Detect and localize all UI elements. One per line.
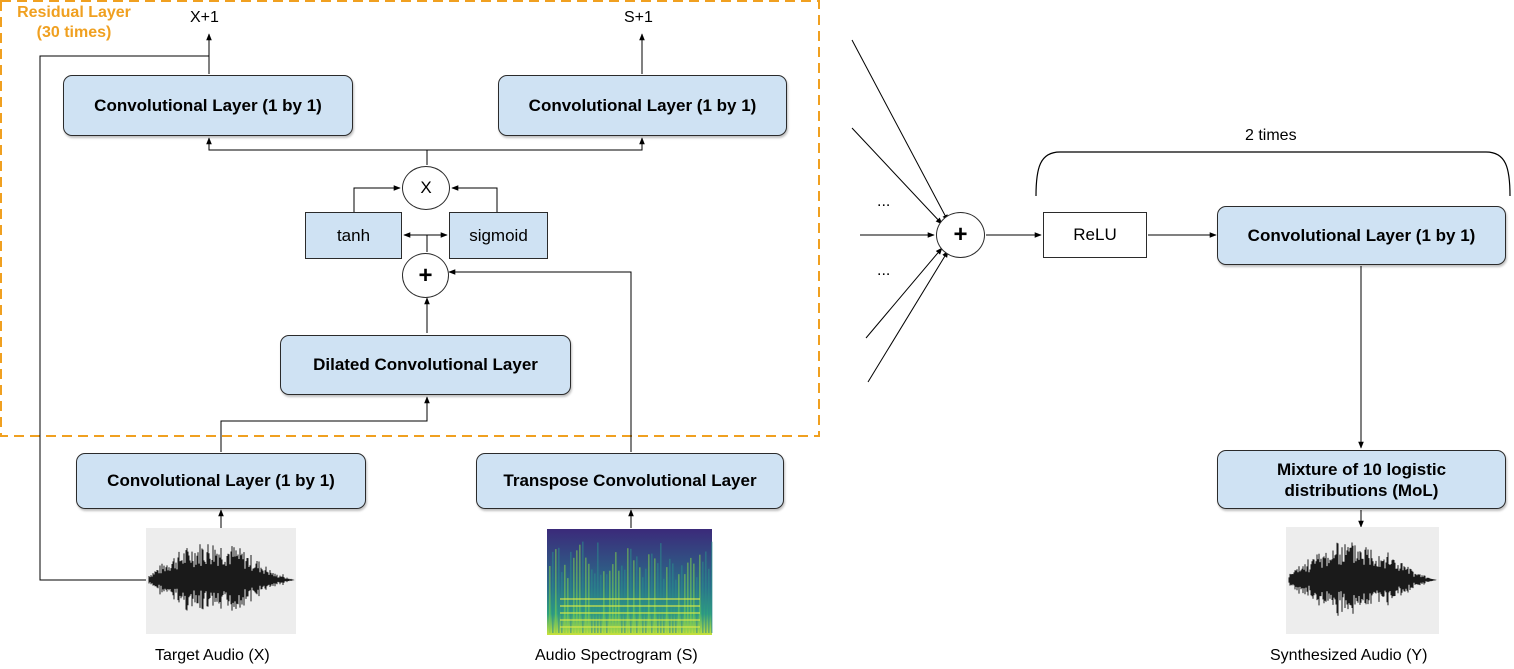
ellipsis-lower: ...	[877, 262, 891, 279]
conv-top-right-block: Convolutional Layer (1 by 1)	[498, 75, 787, 136]
relu-block: ReLU	[1043, 212, 1147, 258]
sigmoid-block: sigmoid	[449, 212, 548, 259]
residual-title-line1: Residual Layer	[17, 4, 131, 21]
dilated-conv-block: Dilated Convolutional Layer	[280, 335, 571, 395]
synth-waveform-image	[1286, 527, 1439, 634]
add-gate-operator: +	[402, 253, 449, 298]
repeat-label: 2 times	[1245, 127, 1297, 144]
target-waveform-image	[146, 528, 296, 634]
residual-title-line2: (30 times)	[36, 24, 112, 41]
mol-block: Mixture of 10 logistic distributions (Mo…	[1217, 450, 1506, 509]
s-next-label: S+1	[624, 9, 653, 26]
ellipsis-upper: ...	[877, 193, 891, 210]
skip-sum-operator: +	[936, 212, 985, 258]
multiply-operator: X	[402, 166, 450, 210]
x-next-label: X+1	[190, 9, 219, 26]
conv-input-block: Convolutional Layer (1 by 1)	[76, 453, 366, 509]
synthesized-audio-caption: Synthesized Audio (Y)	[1270, 647, 1428, 664]
transpose-conv-block: Transpose Convolutional Layer	[476, 453, 784, 509]
repeat-brace	[1035, 151, 1511, 197]
conv-top-left-block: Convolutional Layer (1 by 1)	[63, 75, 353, 136]
target-audio-caption: Target Audio (X)	[155, 647, 270, 664]
residual-boundary	[0, 0, 820, 437]
spectrogram-image	[547, 529, 713, 635]
residual-layer-title: Residual Layer (30 times)	[2, 3, 146, 43]
conv-post-block: Convolutional Layer (1 by 1)	[1217, 206, 1506, 265]
spectrogram-caption: Audio Spectrogram (S)	[535, 647, 698, 664]
tanh-block: tanh	[305, 212, 402, 259]
